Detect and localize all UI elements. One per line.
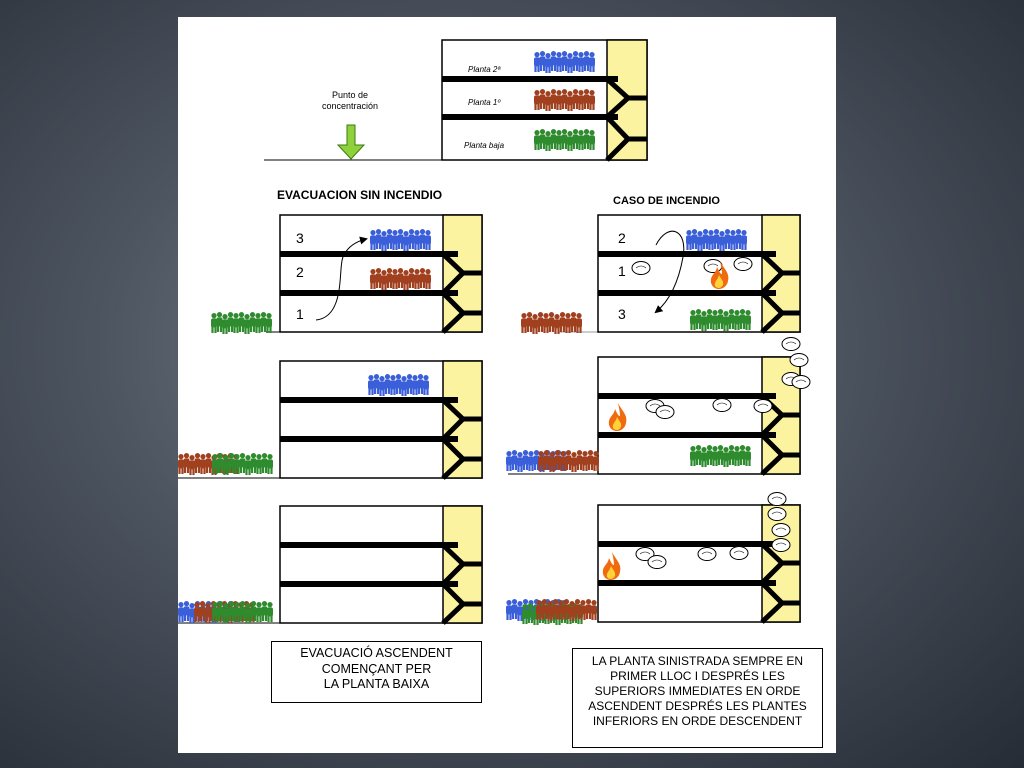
left-evac-arrow xyxy=(315,236,368,321)
crowd-brown xyxy=(538,450,599,472)
left-caption-box: EVACUACIÓ ASCENDENT COMENÇANT PER LA PLA… xyxy=(271,641,482,703)
right-order-mid: 1 xyxy=(618,263,626,279)
left-building-3 xyxy=(178,505,483,625)
concentration-arrow xyxy=(336,124,366,160)
left-caption-line: LA PLANTA BAIXA xyxy=(323,677,430,692)
top-floor-label-0: Planta baja xyxy=(464,141,505,150)
smoke-icon xyxy=(733,257,753,271)
right-order-top: 2 xyxy=(618,230,626,246)
right-evac-arrow xyxy=(654,230,685,314)
smoke-icon xyxy=(767,507,787,521)
left-caption-line: EVACUACIÓ ASCENDENT xyxy=(300,646,453,660)
smoke-icon xyxy=(789,353,809,367)
left-building-1 xyxy=(266,214,483,334)
crowd-green xyxy=(212,453,273,475)
right-caption-line: PRIMER LLOC I DESPRÉS LES xyxy=(610,669,785,683)
smoke-icon xyxy=(771,523,791,537)
smoke-icon xyxy=(767,492,787,506)
right-caption-line: LA PLANTA SINISTRADA SEMPRE EN xyxy=(591,654,804,668)
right-caption-line: ASCENDENT DESPRÉS LES PLANTES xyxy=(588,699,807,713)
smoke-icon xyxy=(703,259,723,273)
top-floor-label-2: Planta 2ª xyxy=(468,65,501,74)
smoke-icon xyxy=(647,555,667,569)
smoke-icon xyxy=(791,375,811,389)
smoke-icon xyxy=(781,337,801,351)
left-caption-line: COMENÇANT PER xyxy=(321,661,432,676)
heading-left: EVACUACION SIN INCENDIO xyxy=(277,188,442,202)
smoke-icon xyxy=(655,405,675,419)
concentration-label-2: concentración xyxy=(322,101,378,111)
slide: Planta 2ª Planta 1º Planta baja Punto de… xyxy=(178,17,836,753)
smoke-icon xyxy=(712,398,732,412)
right-caption-line: SUPERIORS IMMEDIATES EN ORDE xyxy=(594,684,801,698)
crowd-green xyxy=(211,312,272,334)
heading-right: CASO DE INCENDIO xyxy=(613,195,720,207)
smoke-icon xyxy=(771,538,791,552)
right-order-bottom: 3 xyxy=(618,306,626,322)
left-order-top: 3 xyxy=(296,230,304,246)
smoke-icon xyxy=(631,261,651,275)
top-floor-label-1: Planta 1º xyxy=(468,98,501,107)
smoke-icon xyxy=(729,546,749,560)
right-caption-box: LA PLANTA SINISTRADA SEMPRE EN PRIMER LL… xyxy=(572,648,823,748)
left-order-mid: 2 xyxy=(296,264,304,280)
concentration-label-1: Punto de xyxy=(332,90,368,100)
smoke-icon xyxy=(753,399,773,413)
right-caption-line: INFERIORS EN ORDE DESCENDENT xyxy=(592,714,803,728)
left-order-bottom: 1 xyxy=(296,306,304,322)
evacuation-diagram: Planta 2ª Planta 1º Planta baja Punto de… xyxy=(178,39,811,753)
right-building-3 xyxy=(597,504,801,624)
smoke-icon xyxy=(697,547,717,561)
crowd-brown xyxy=(521,312,582,334)
